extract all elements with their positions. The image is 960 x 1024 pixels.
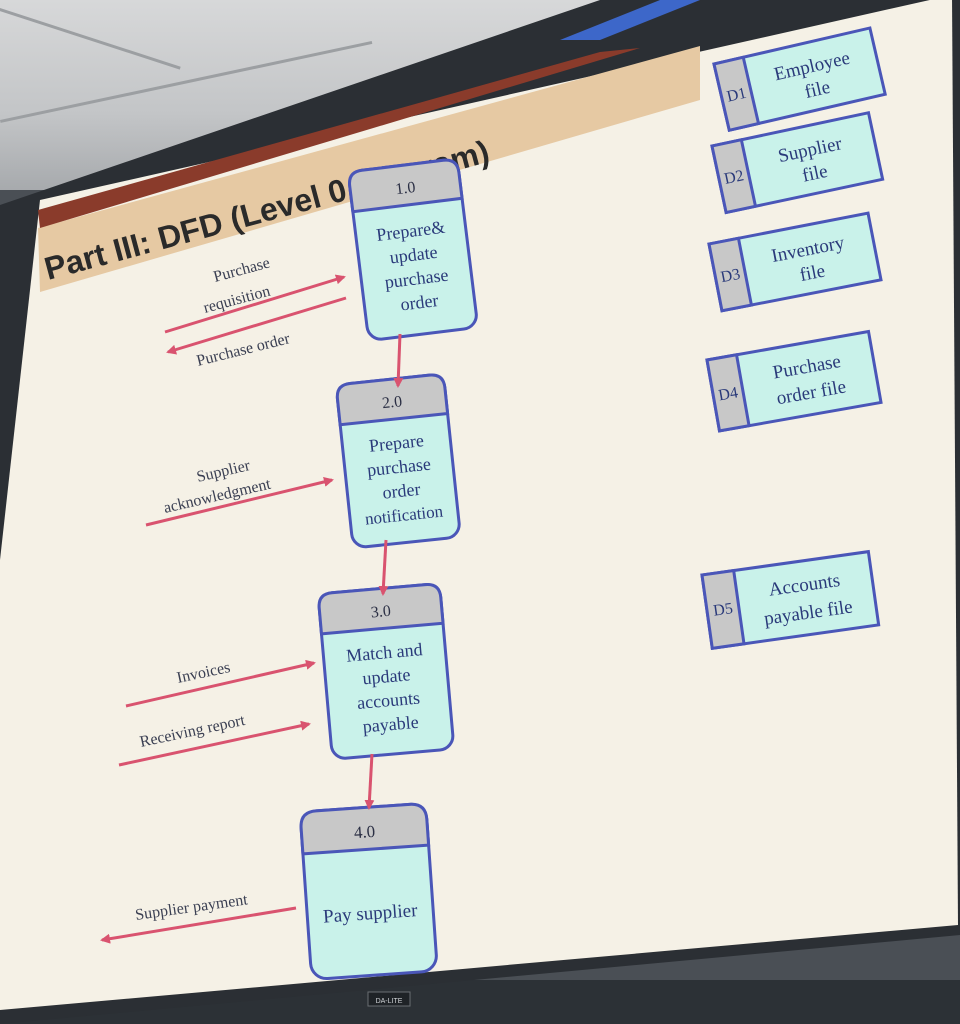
flow-arrow-purchase-order (166, 296, 347, 355)
process-2-label-line: order (381, 479, 421, 503)
data-store-d4: D4 Purchase order file (705, 329, 883, 433)
process-1: 1.0 Prepare& update purchase order (348, 158, 478, 341)
data-store-d5: D5 Accounts payable file (700, 549, 881, 650)
data-store-d1-id-cell (712, 55, 761, 133)
data-store-d1-id: D1 (725, 85, 748, 106)
data-store-d5-id: D5 (712, 600, 734, 620)
process-2: 2.0 Prepare purchase order notification (335, 373, 461, 549)
process-1-header (348, 158, 464, 214)
data-store-d2: D2 Supplier file (710, 110, 885, 215)
flow-arrow-purchase-requisition (164, 274, 346, 334)
process-3-number: 3.0 (370, 603, 391, 622)
process-3-header (317, 583, 445, 636)
data-store-d4-id: D4 (717, 384, 739, 404)
data-store-d1: D1 Employee file (712, 26, 887, 133)
process-4-number: 4.0 (353, 822, 376, 842)
process-2-header (335, 373, 450, 427)
title-band-top-line (38, 48, 640, 228)
data-store-d4-id-cell (705, 353, 751, 433)
slide-corner-stripe (560, 0, 700, 40)
projector-brand-text: DA-LITE (376, 998, 403, 1005)
flow-arrow-invoices (125, 659, 316, 708)
flow-arrow-receiving-report (118, 720, 311, 767)
data-store-d3: D3 Inventory file (707, 211, 883, 313)
process-3-label-line: payable (362, 712, 420, 737)
flow-arrow-3-to-4 (364, 753, 375, 810)
data-store-d2-id-cell (710, 137, 758, 215)
process-4: 4.0 Pay supplier (299, 802, 438, 981)
data-store-d5-id-cell (700, 568, 746, 650)
data-store-d3-id-cell (707, 236, 754, 313)
flow-arrow-supplier-acknowledgment (145, 477, 334, 527)
data-store-d3-id: D3 (719, 266, 741, 286)
data-store-d2-label-line: file (800, 161, 829, 187)
flow-arrow-supplier-payment (100, 906, 297, 944)
process-1-number: 1.0 (394, 179, 416, 198)
process-3: 3.0 Match and update accounts payable (317, 583, 455, 760)
process-2-number: 2.0 (381, 393, 403, 412)
data-store-d2-id: D2 (723, 167, 746, 188)
process-1-label-line: order (399, 290, 439, 314)
data-store-d3-label-line: file (798, 261, 827, 286)
process-4-header (299, 802, 431, 856)
flow-arrow-1-to-2 (393, 333, 404, 388)
projector-brand-tag (367, 991, 411, 1007)
process-3-label-line: update (362, 664, 412, 688)
flow-arrow-2-to-3 (378, 539, 389, 596)
